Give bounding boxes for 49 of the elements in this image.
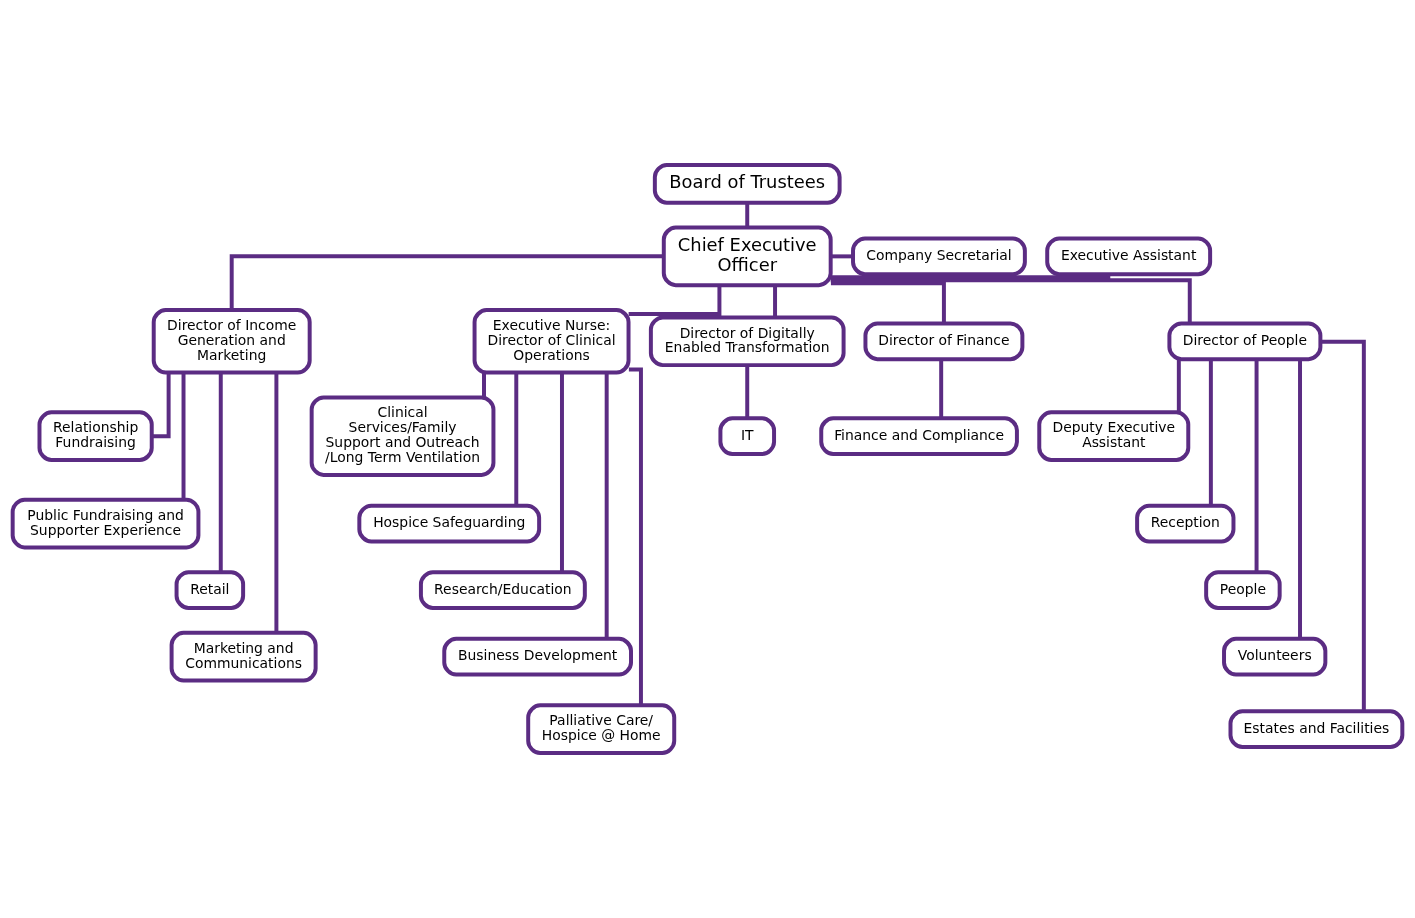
- node-box: Reception: [1135, 503, 1236, 544]
- connector: [628, 285, 722, 316]
- node-box: Deputy Executive Assistant: [1037, 410, 1191, 462]
- connector: [830, 278, 1192, 324]
- connector: [745, 202, 750, 228]
- node-box: Company Secretarial: [851, 236, 1027, 277]
- node-box: Director of People: [1167, 321, 1323, 362]
- connector: [514, 372, 519, 506]
- node-box: Volunteers: [1222, 636, 1328, 677]
- connector: [482, 372, 486, 398]
- node-box: Marketing and Communications: [169, 630, 318, 683]
- node-box: Hospice Safeguarding: [357, 503, 542, 544]
- node-box: Research/Education: [418, 570, 587, 610]
- connector: [1320, 339, 1366, 712]
- node-box: IT: [718, 416, 777, 456]
- connector: [773, 285, 778, 318]
- connector: [939, 359, 944, 419]
- node-box: Retail: [174, 570, 246, 610]
- node-box: Chief Executive Officer: [661, 225, 833, 288]
- node-box: Estates and Facilities: [1228, 709, 1405, 750]
- node-box: Business Development: [442, 636, 633, 677]
- node-box: People: [1204, 570, 1282, 610]
- node-box: Finance and Compliance: [819, 416, 1019, 456]
- connector: [274, 372, 279, 633]
- connector: [229, 254, 664, 310]
- connector: [745, 365, 750, 419]
- connector: [1298, 359, 1302, 639]
- node-box: Executive Nurse: Director of Clinical Operations: [472, 308, 631, 375]
- node-box: Director of Finance: [863, 321, 1025, 362]
- connector: [1254, 359, 1259, 573]
- connector: [1176, 359, 1181, 413]
- connector: [604, 372, 609, 639]
- connector: [628, 367, 643, 706]
- connector: [181, 372, 186, 500]
- node-box: Board of Trustees: [652, 163, 842, 205]
- connector: [560, 372, 564, 572]
- connector: [831, 274, 1111, 280]
- node-box: Director of Digitally Enabled Transformation: [648, 315, 846, 368]
- node-box: Public Fundraising and Supporter Experience: [10, 497, 201, 550]
- node-box: Clinical Services/Family Support and Outreach /Long Term Ventilation: [309, 395, 496, 477]
- node-box: Relationship Fundraising: [37, 410, 154, 462]
- connector: [830, 281, 946, 324]
- connector: [830, 254, 853, 259]
- connector: [1208, 359, 1213, 506]
- node-box: Director of Income Generation and Marketing: [151, 308, 312, 375]
- node-box: Palliative Care/ Hospice @ Home: [526, 703, 677, 755]
- connector: [152, 372, 171, 439]
- node-box: Executive Assistant: [1045, 236, 1213, 277]
- connector: [218, 372, 223, 572]
